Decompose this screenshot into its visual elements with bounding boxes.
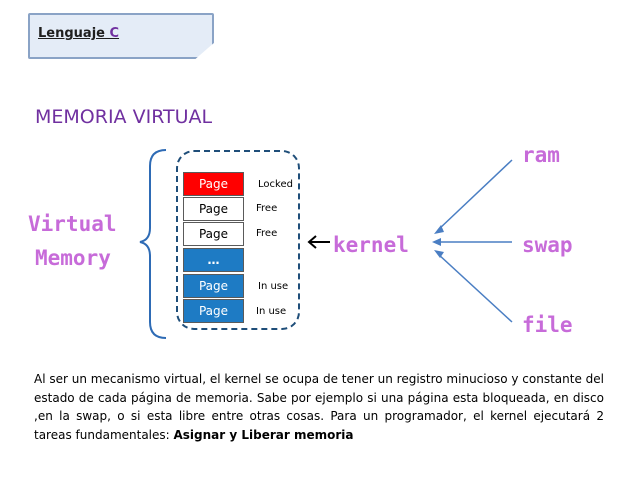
header-banner — [28, 13, 214, 59]
page-locked: Page — [183, 172, 244, 196]
swap-label: swap — [522, 233, 573, 257]
left-brace — [139, 149, 167, 339]
page-in-use-1: Page — [183, 274, 244, 298]
page-ellipsis: … — [183, 248, 244, 272]
page-free-2: Page — [183, 222, 244, 246]
status-locked: Locked — [258, 179, 293, 190]
file-label: file — [522, 313, 573, 337]
page-in-use-2: Page — [183, 299, 244, 323]
memory-pages-container — [176, 150, 300, 330]
ram-label: ram — [522, 143, 560, 167]
status-free-1: Free — [256, 203, 278, 214]
status-free-2: Free — [256, 228, 278, 239]
ram-to-kernel-arrow — [437, 159, 513, 231]
page-title: MEMORIA VIRTUAL — [35, 106, 213, 128]
page-free-1: Page — [183, 197, 244, 221]
memory-label: Memory — [35, 246, 111, 270]
description-paragraph: Al ser un mecanismo virtual, el kernel s… — [34, 372, 604, 442]
virtual-label: Virtual — [28, 212, 117, 236]
status-in-use-1: In use — [258, 281, 289, 292]
kernel-label: kernel — [333, 233, 409, 257]
file-to-kernel-arrow — [437, 253, 513, 323]
header-title: Lenguaje C — [38, 26, 120, 41]
status-in-use-2: In use — [256, 306, 287, 317]
